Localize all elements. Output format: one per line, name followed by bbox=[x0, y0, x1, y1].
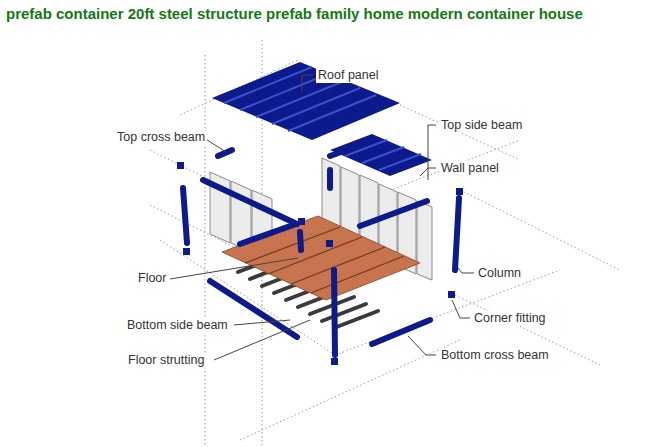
part-label: Column bbox=[476, 266, 523, 281]
part-label: Corner fitting bbox=[472, 311, 548, 326]
part-label: Bottom cross beam bbox=[439, 348, 551, 363]
part-label: Wall panel bbox=[439, 161, 501, 176]
floor-board bbox=[222, 216, 420, 300]
part-label: Floor bbox=[136, 271, 168, 286]
guide-lines bbox=[150, 40, 620, 445]
corner-fitting bbox=[177, 162, 463, 365]
page-title: prefab container 20ft steel structure pr… bbox=[6, 5, 583, 22]
part-label: Floor strutting bbox=[126, 353, 206, 368]
part-label: Roof panel bbox=[316, 68, 380, 83]
part-label: Bottom side beam bbox=[125, 318, 230, 333]
part-label: Top side beam bbox=[439, 118, 524, 133]
part-label: Top cross beam bbox=[115, 130, 207, 145]
